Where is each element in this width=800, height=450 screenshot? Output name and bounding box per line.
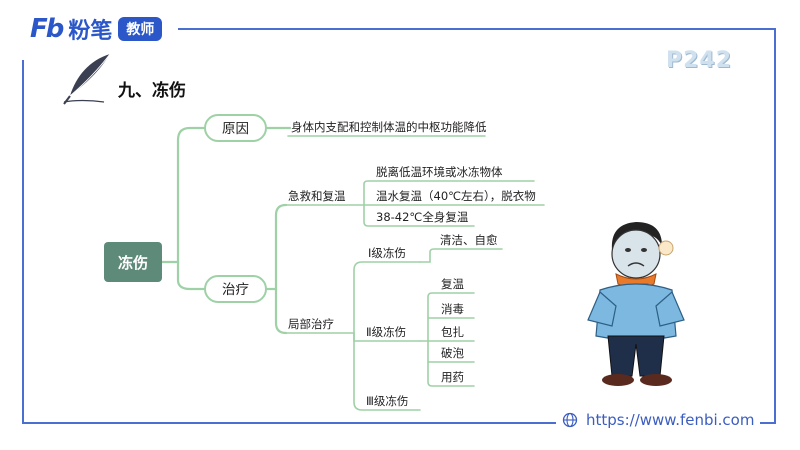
root-node-box: [104, 242, 162, 282]
branch-treatment-local: [274, 287, 288, 335]
treatment-node-box: [204, 275, 267, 303]
brand-name: 粉笔: [68, 19, 113, 44]
quill-icon: [63, 53, 111, 105]
branch-grade2-item1: [419, 292, 475, 342]
brand-mark: Fb: [30, 14, 64, 44]
branch-grade1-item: [419, 248, 503, 263]
firstaid-item-1: 脱离低温环境或冰冻物体: [376, 165, 503, 179]
branch-local-grade1: [353, 261, 421, 334]
cause-node-box: [204, 114, 267, 142]
branch-treatment-firstaid: [264, 203, 288, 291]
globe-icon: [562, 412, 578, 428]
cause-node-label: 原因: [222, 121, 249, 137]
section-title: 九、冻伤: [118, 81, 186, 101]
branch-firstaid-item1: [363, 180, 535, 206]
grade2-item-5: 用药: [441, 370, 464, 384]
frame-right-line: [774, 28, 776, 424]
firstaid-item-2: 温水复温（40℃左右），脱衣物: [376, 189, 536, 203]
cold-person-illustration: [587, 222, 685, 386]
brand-logo: Fb 粉笔 教师: [30, 14, 163, 44]
footer-url[interactable]: https://www.fenbi.com: [586, 411, 755, 429]
branch-grade2-item5: [427, 361, 475, 387]
branch-firstaid-item3: [363, 204, 475, 227]
branch-root-cause: [160, 126, 207, 264]
cause-detail: 身体内支配和控制体温的中枢功能降低: [291, 120, 487, 134]
grade2-item-2: 消毒: [441, 302, 464, 316]
grade3-label: Ⅲ级冻伤: [366, 394, 408, 408]
root-node-label: 冻伤: [118, 254, 148, 272]
grade2-item-4: 破泡: [441, 346, 464, 360]
page-label: P242: [666, 48, 733, 73]
grade2-item-3: 包扎: [441, 325, 464, 339]
grade1-item-1: 清洁、自愈: [440, 233, 498, 247]
grade2-label: Ⅱ级冻伤: [366, 325, 406, 339]
branch-root-treatment: [176, 260, 207, 291]
frame-top-line: [178, 28, 775, 30]
firstaid-item-3: 38-42℃全身复温: [376, 210, 469, 224]
grade1-label: Ⅰ级冻伤: [368, 246, 406, 260]
brand-badge: 教师: [118, 17, 163, 41]
treatment-node-label: 治疗: [222, 282, 249, 298]
frame-left-line: [22, 60, 24, 424]
footer-link[interactable]: https://www.fenbi.com: [556, 411, 761, 429]
grade2-item-1: 复温: [441, 277, 464, 291]
branch-local-grade3: [353, 332, 421, 411]
frame-bottom-line: [22, 422, 776, 424]
local-treatment-label: 局部治疗: [288, 317, 334, 331]
firstaid-label: 急救和复温: [288, 189, 346, 203]
